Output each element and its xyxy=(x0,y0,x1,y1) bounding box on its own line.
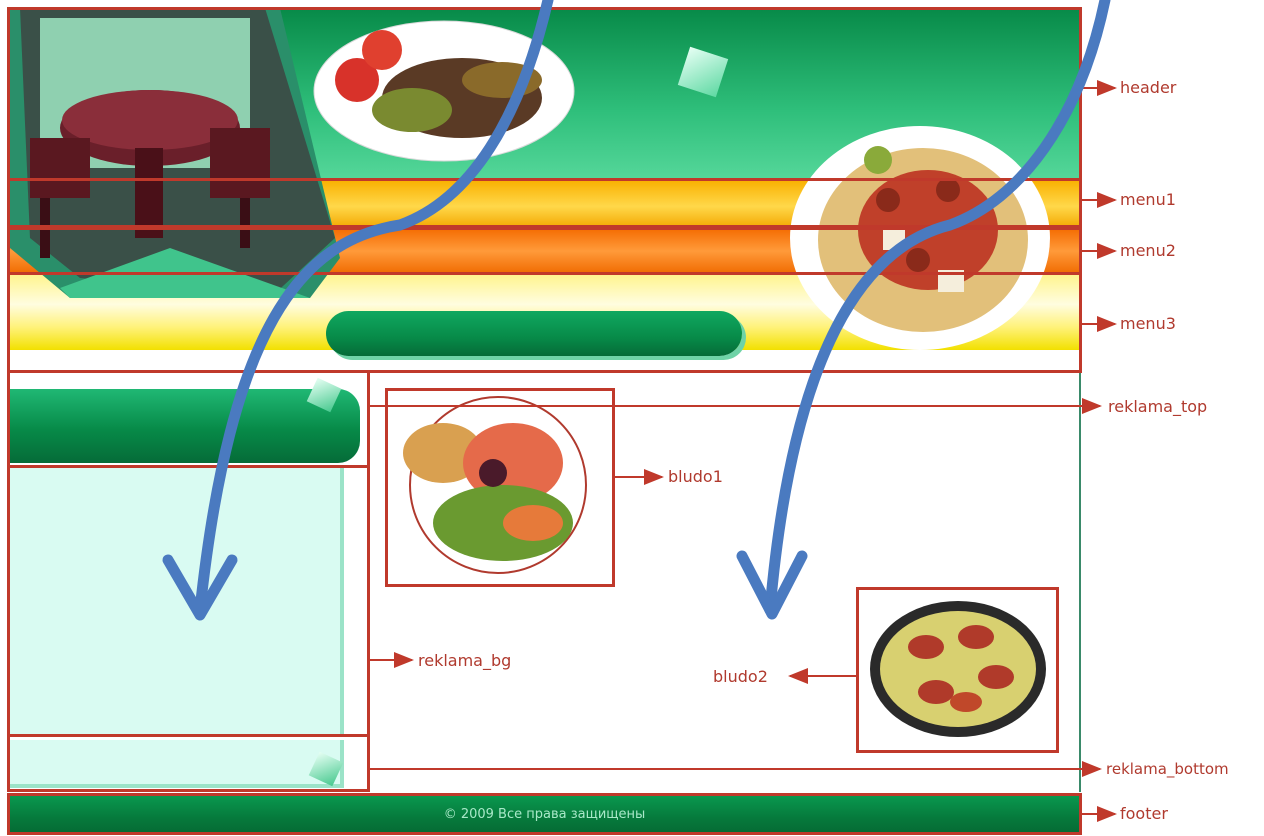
label-menu1: menu1 xyxy=(1120,190,1176,209)
footer-copyright-text: © 2009 Все права защищены xyxy=(443,806,646,822)
label-footer: footer xyxy=(1120,804,1168,823)
bludo2-box xyxy=(856,587,1059,753)
bludo1-box xyxy=(385,388,615,587)
label-reklama-bg: reklama_bg xyxy=(418,651,512,670)
label-bludo2: bludo2 xyxy=(713,667,768,686)
menu1-box xyxy=(7,178,1082,228)
reklama-bottom-area xyxy=(8,740,344,788)
label-reklama-top: reklama_top xyxy=(1108,397,1208,416)
label-reklama-bottom: reklama_bottom xyxy=(1106,760,1229,778)
label-header: header xyxy=(1120,78,1177,97)
footer-box xyxy=(7,793,1082,835)
bludo1-image xyxy=(393,393,607,579)
bludo2-image xyxy=(866,597,1051,742)
menu3-green-pill xyxy=(326,311,742,356)
footer-band: © 2009 Все права защищены xyxy=(8,794,1081,834)
label-menu3: menu3 xyxy=(1120,314,1176,333)
reklama-top-bar xyxy=(8,389,360,463)
label-menu2: menu2 xyxy=(1120,241,1176,260)
label-bludo1: bludo1 xyxy=(668,467,723,486)
reklama-bottom-box xyxy=(7,734,370,792)
menu2-box xyxy=(7,227,1082,275)
content-right-border xyxy=(1079,370,1081,792)
